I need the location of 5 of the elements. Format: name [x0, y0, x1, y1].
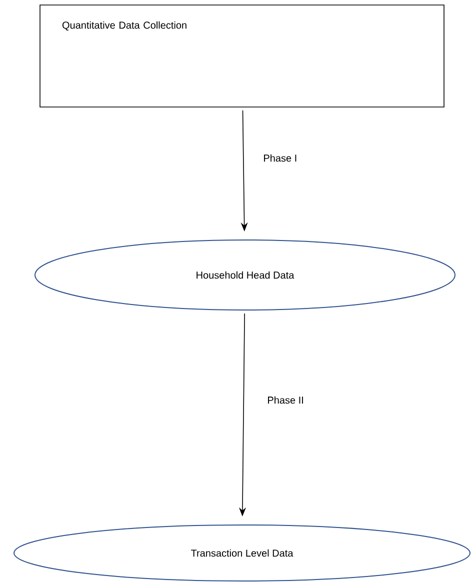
ellipse-node: Household Head Data	[34, 240, 456, 310]
edge-label: Phase II	[268, 396, 303, 404]
ellipse-node: Transaction Level Data	[14, 524, 470, 582]
process-box: Quantitative Data Collection	[40, 4, 444, 108]
edge-label: Phase I	[264, 154, 296, 162]
